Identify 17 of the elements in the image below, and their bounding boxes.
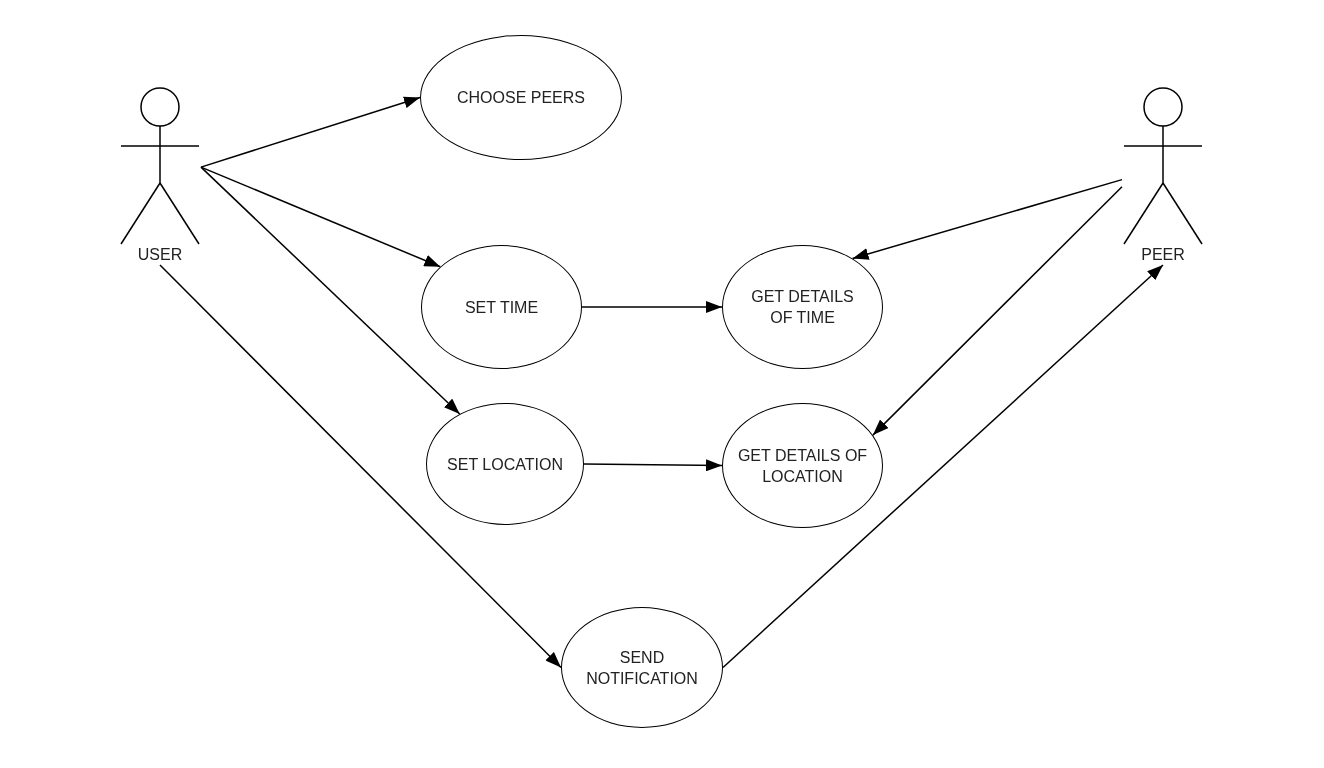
actor-label: PEER xyxy=(1141,245,1185,264)
arrow xyxy=(159,264,562,669)
arrow xyxy=(200,166,442,268)
actor-label: USER xyxy=(137,245,183,264)
arrow xyxy=(722,264,1164,669)
arrow xyxy=(851,178,1123,260)
use-case-label: GET DETAILS OF TIME xyxy=(750,287,855,328)
use-case-label: CHOOSE PEERS xyxy=(457,88,585,108)
use-case-label: GET DETAILS OF LOCATION xyxy=(737,445,868,487)
use-case-label: SEND NOTIFICATION xyxy=(585,647,699,689)
arrow xyxy=(583,459,723,472)
use-case-label: SET LOCATION xyxy=(447,454,563,475)
arrow xyxy=(200,166,461,415)
arrow xyxy=(200,96,421,168)
arrow xyxy=(872,185,1123,436)
arrow xyxy=(581,301,723,313)
use-case-label: SET TIME xyxy=(464,297,539,318)
